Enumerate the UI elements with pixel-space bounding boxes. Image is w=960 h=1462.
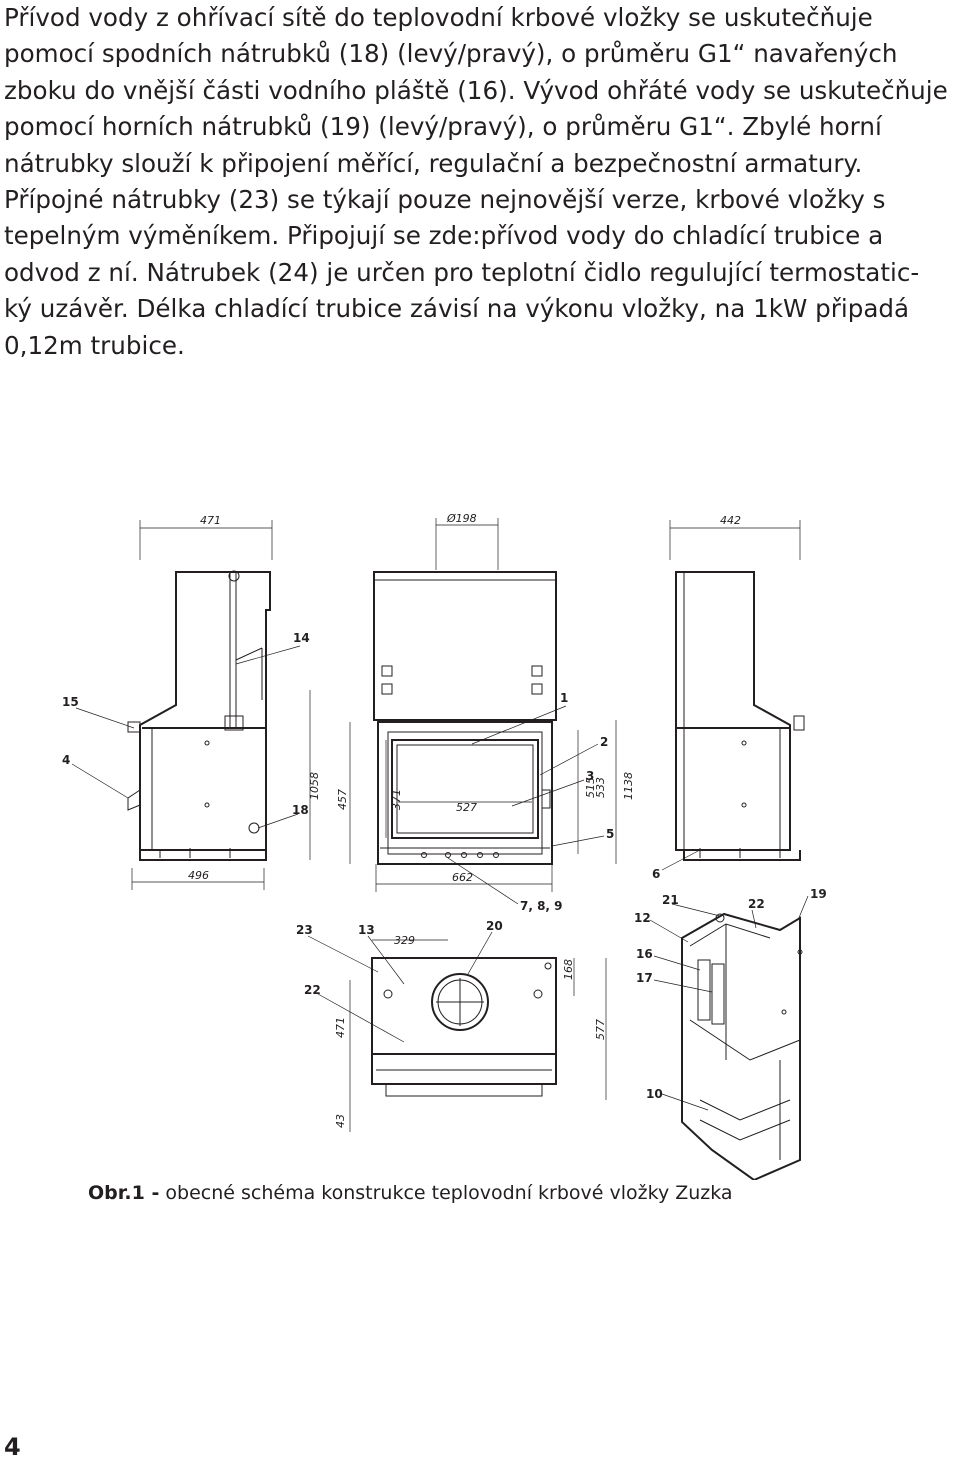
- body-line: nátrubky slouží k připojení měřící, regu…: [4, 148, 863, 178]
- dim-glass-height: 371: [390, 789, 403, 810]
- callout-18: 18: [292, 803, 309, 817]
- callout-22-iso: 22: [748, 897, 765, 911]
- dim-side-top-width: 471: [200, 514, 221, 527]
- caption-prefix: Obr.1 -: [88, 1182, 160, 1204]
- callout-23: 23: [296, 923, 313, 937]
- dim-door-h2: 533: [594, 777, 607, 798]
- callout-7-8-9: 7, 8, 9: [520, 899, 563, 913]
- top-view: 329 168 577 471 43 23 13 20 22: [296, 919, 607, 1132]
- callout-20: 20: [486, 919, 503, 933]
- dim-front-width: 662: [452, 871, 473, 884]
- isometric-view: 12 21 22 19 16 17 10: [634, 887, 827, 1180]
- callout-19: 19: [810, 887, 827, 901]
- callout-21: 21: [662, 893, 679, 907]
- caption-text: obecné schéma konstrukce teplovodní krbo…: [159, 1182, 733, 1204]
- side-view: 471 1058 496 14 15 4 18: [62, 514, 321, 890]
- dim-top-depth-a: 168: [562, 959, 575, 980]
- callout-2: 2: [600, 735, 608, 749]
- dim-side-bottom-width: 496: [188, 869, 209, 882]
- callout-3: 3: [586, 769, 594, 783]
- callout-12: 12: [634, 911, 651, 925]
- body-line: Přípojné nátrubky (23) se týkají pouze n…: [4, 184, 886, 214]
- body-line: zboku do vnější části vodního pláště (16…: [4, 75, 948, 105]
- technical-drawing: 471 1058 496 14 15 4 18: [62, 512, 827, 1180]
- body-text: Přívod vody z ohřívací sítě do teplovodn…: [4, 0, 958, 364]
- dim-top-bottom: 43: [334, 1114, 347, 1128]
- figure-caption: Obr.1 - obecné schéma konstrukce teplovo…: [88, 1182, 733, 1204]
- dim-flue-diameter: Ø198: [446, 512, 477, 525]
- dim-front-height: 457: [336, 789, 349, 810]
- dim-top-side: 471: [334, 1017, 347, 1038]
- dim-top-width: 329: [394, 934, 415, 947]
- callout-17: 17: [636, 971, 653, 985]
- callout-10: 10: [646, 1087, 663, 1101]
- callout-22-top: 22: [304, 983, 321, 997]
- dim-side-height: 1058: [308, 772, 321, 800]
- body-line: pomocí spodních nátrubků (18) (levý/prav…: [4, 39, 898, 69]
- dim-total-height: 1138: [622, 772, 635, 800]
- body-line: ký uzávěr. Délka chladící trubice závisí…: [4, 294, 910, 324]
- front-view: Ø198 457 371 527 662 515 533 113: [336, 512, 635, 913]
- callout-14: 14: [293, 631, 310, 645]
- dim-door-h1: 515: [584, 777, 597, 798]
- callout-13: 13: [358, 923, 375, 937]
- body-line: tepelným výměníkem. Připojují se zde:pří…: [4, 221, 884, 251]
- callout-1: 1: [560, 691, 568, 705]
- page-number: 4: [4, 1433, 21, 1461]
- callout-15: 15: [62, 695, 79, 709]
- body-line: 0,12m trubice.: [4, 330, 185, 360]
- body-line: odvod z ní. Nátrubek (24) je určen pro t…: [4, 257, 920, 287]
- callout-16: 16: [636, 947, 653, 961]
- dim-glass-width: 527: [456, 801, 477, 814]
- callout-4: 4: [62, 753, 70, 767]
- dim-top-depth-b: 577: [594, 1019, 607, 1040]
- dim-right-top-width: 442: [720, 514, 741, 527]
- callout-6: 6: [652, 867, 660, 881]
- callout-5: 5: [606, 827, 614, 841]
- body-line: pomocí horních nátrubků (19) (levý/pravý…: [4, 112, 882, 142]
- body-line: Přívod vody z ohřívací sítě do teplovodn…: [4, 3, 873, 32]
- right-side-view: 442 6: [652, 514, 805, 881]
